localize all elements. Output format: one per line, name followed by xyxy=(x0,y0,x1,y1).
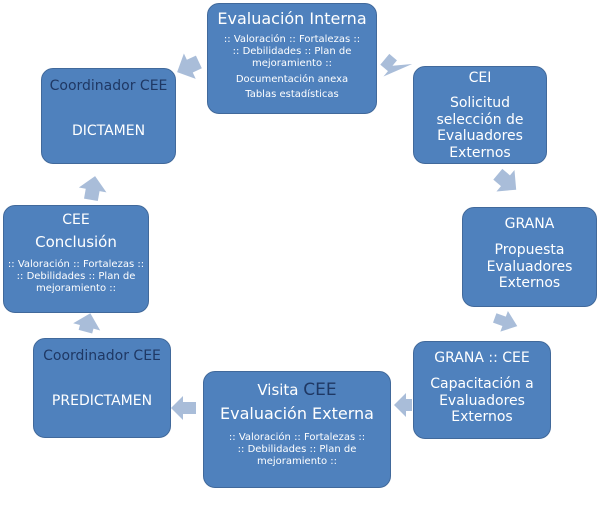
node-text: mejoramiento :: xyxy=(257,455,337,467)
node-title: GRANA xyxy=(504,216,555,232)
node-text: mejoramiento :: xyxy=(36,282,116,294)
node-title: Visita CEE xyxy=(204,380,390,400)
node-subtitle: Evaluación Externa xyxy=(220,404,374,424)
arrow-predictamen-to-conclusion xyxy=(73,313,101,334)
node-text: Externos xyxy=(498,275,561,292)
arrow-visita-to-predictamen xyxy=(171,396,196,420)
node-predictamen: Coordinador CEE PREDICTAMEN xyxy=(33,338,171,438)
node-text: :: Debilidades :: Plan de xyxy=(237,443,357,455)
arrow-grana-to-grana-cee xyxy=(493,310,518,332)
node-grana: GRANA Propuesta Evaluadores Externos xyxy=(462,207,597,307)
node-label: DICTAMEN xyxy=(71,122,146,139)
node-text: :: Valoración :: Fortalezas :: xyxy=(223,34,361,46)
node-visita-evaluacion-externa: Visita CEE Evaluación Externa :: Valorac… xyxy=(203,371,391,488)
node-text: Documentación anexa xyxy=(235,74,349,86)
node-text: :: Debilidades :: Plan de xyxy=(232,46,352,58)
node-evaluacion-interna: Evaluación Interna :: Valoración :: Fort… xyxy=(207,3,377,114)
arrow-eval-interna-to-cei xyxy=(380,53,413,77)
node-grana-cee: GRANA :: CEE Capacitación a Evaluadores … xyxy=(413,341,551,439)
node-text: Externos xyxy=(449,145,511,162)
node-title: Coordinador CEE xyxy=(49,78,168,94)
node-text: Solicitud xyxy=(449,94,511,111)
node-title: CEI xyxy=(468,70,492,86)
node-text: Evaluadores xyxy=(439,392,525,409)
arrow-dictamen-to-eval-interna xyxy=(177,53,202,79)
node-text: :: Debilidades :: Plan de xyxy=(16,270,136,282)
arrow-conclusion-to-dictamen xyxy=(78,176,107,202)
node-text: mejoramiento :: xyxy=(252,58,332,70)
node-title: GRANA :: CEE xyxy=(434,350,530,366)
node-cei: CEI Solicitud selección de Evaluadores E… xyxy=(413,66,547,164)
node-text: Propuesta xyxy=(494,241,565,258)
node-text: selección de xyxy=(436,111,524,128)
node-text: Evaluadores xyxy=(486,258,573,275)
node-label: PREDICTAMEN xyxy=(51,392,153,409)
node-conclusion: CEE Conclusión :: Valoración :: Fortalez… xyxy=(3,205,149,313)
node-subtitle: Conclusión xyxy=(35,232,117,251)
node-title: Coordinador CEE xyxy=(43,348,161,364)
node-text: Evaluadores xyxy=(437,128,523,145)
arrow-grana-cee-to-visita xyxy=(394,393,412,417)
node-dictamen: Coordinador CEE DICTAMEN xyxy=(41,68,176,164)
node-text: Capacitación a xyxy=(430,375,534,392)
node-title-cee: CEE xyxy=(303,380,337,400)
arrow-cei-to-grana xyxy=(493,168,517,192)
node-text: :: Valoración :: Fortalezas :: xyxy=(7,258,145,270)
node-title-prefix: Visita xyxy=(257,381,299,399)
node-text: Tablas estadísticas xyxy=(245,89,339,101)
node-title: CEE xyxy=(62,212,90,228)
node-text: :: Valoración :: Fortalezas :: xyxy=(228,431,366,443)
node-text: Externos xyxy=(451,409,513,426)
node-title: Evaluación Interna xyxy=(217,9,367,28)
